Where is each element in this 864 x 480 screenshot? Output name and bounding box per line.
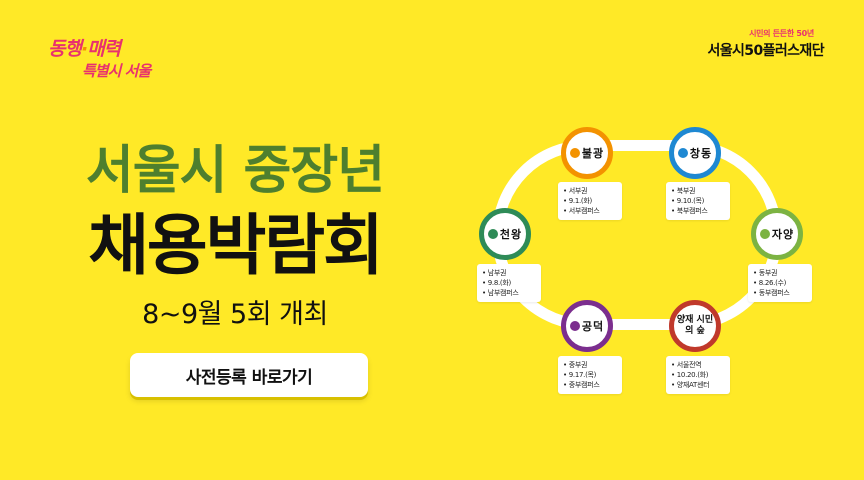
station-info-jayang: 동부권 8.26.(수) 동부캠퍼스 (748, 264, 812, 302)
station-info-cheonwang: 남부권 9.8.(화) 남부캠퍼스 (477, 264, 541, 302)
headline-subtitle: 8~9월 5회 개최 (142, 299, 328, 330)
seoul-slogan-logo: 동행·매력 특별시 서울 (48, 34, 168, 84)
station-info-gongdeok: 중부권 9.17.(목) 중부캠퍼스 (558, 356, 622, 394)
headline-line1: 서울시 중장년 (85, 141, 385, 201)
foundation-logo: 시민의 든든한 50년 서울시50플러스재단 (707, 28, 824, 60)
foundation-tagline: 시민의 든든한 50년 (749, 29, 814, 38)
station-marker-icon (677, 148, 688, 158)
station-info-changdong: 북부권 9.10.(목) 북부캠퍼스 (666, 182, 730, 220)
foundation-name: 서울시50플러스재단 (707, 43, 824, 59)
station-info-bulgwang: 서부권 9.1.(화) 서부캠퍼스 (558, 182, 622, 220)
station-changdong[interactable]: 창동 (669, 127, 721, 179)
station-bulgwang[interactable]: 불광 (561, 127, 613, 179)
station-marker-icon (569, 321, 580, 331)
station-marker-icon (759, 229, 770, 239)
station-yangjae[interactable]: 양재 시민의 숲 (669, 300, 721, 352)
headline-line2: 채용박람회 (88, 207, 384, 284)
station-info-yangjae: 서울전역 10.20.(화) 양재AT센터 (666, 356, 730, 394)
station-cheonwang[interactable]: 천왕 (479, 208, 531, 260)
slogan-line2: 특별시 서울 (82, 62, 151, 80)
station-gongdeok[interactable]: 공덕 (561, 300, 613, 352)
station-jayang[interactable]: 자양 (751, 208, 803, 260)
slogan-line1: 동행·매력 (48, 38, 121, 60)
pre-register-button[interactable]: 사전등록 바로가기 (130, 353, 368, 397)
station-marker-icon (569, 148, 580, 158)
station-marker-icon (487, 229, 498, 239)
